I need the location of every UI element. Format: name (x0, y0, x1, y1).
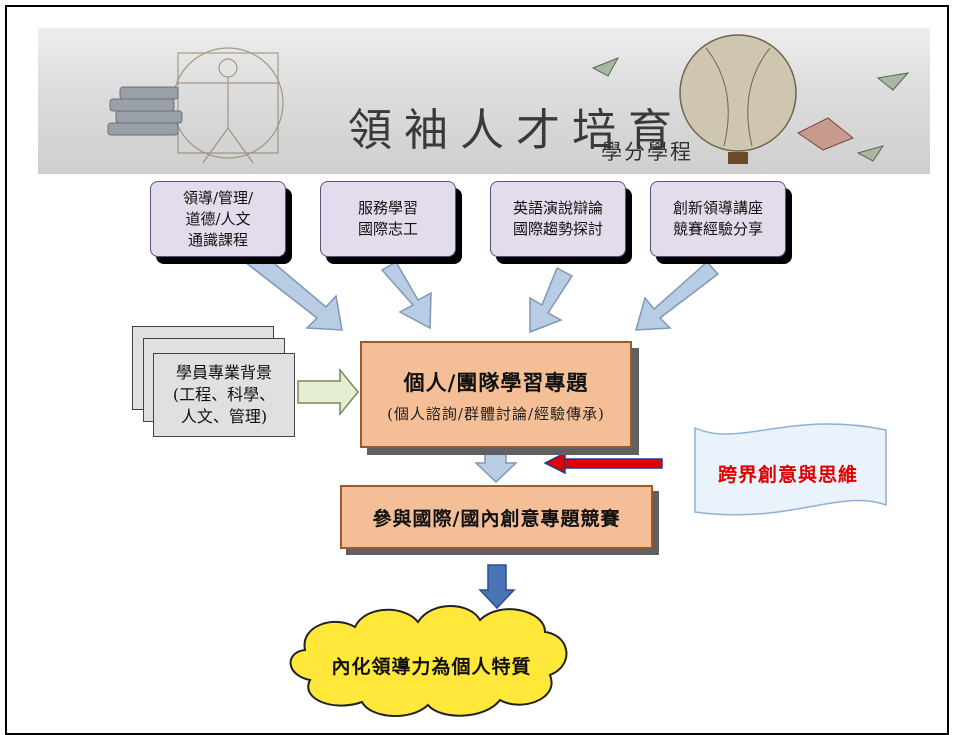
cross-domain-label: 跨界創意與思維 (717, 464, 858, 486)
arrow-down-left-icon (634, 260, 720, 331)
arrow-down-icon (474, 447, 518, 484)
arrow-down-right-icon (380, 260, 432, 330)
course-box-lectures: 創新領導講座 競賽經驗分享 (650, 181, 786, 257)
banner-subtitle: 學分學程 (601, 140, 693, 164)
books-icon (107, 86, 183, 136)
program-banner: 領袖人才培育 學分學程 (38, 28, 930, 174)
cloud-shape (289, 605, 568, 717)
arrow-down-right-icon (243, 246, 343, 331)
course-box-english: 英語演說辯論 國際趨勢探討 (490, 181, 626, 257)
student-background-box: 學員專業背景 (工程、科學、 人文、管理) (153, 353, 295, 437)
project-box: 個人/團隊學習專題 (個人諮詢/群體討論/經驗傳承) (360, 341, 632, 448)
paper-bird-icon (591, 57, 910, 162)
arrow-down-left-icon (529, 266, 574, 334)
red-arrow-left-icon (543, 451, 663, 475)
flying-book-icon (797, 117, 854, 151)
banner-decoration-icon (107, 34, 910, 164)
course-box-service: 服務學習 國際志工 (320, 181, 456, 257)
project-title: 個人/團隊學習專題 (403, 370, 589, 395)
blue-arrow-down-icon (478, 564, 516, 610)
course-box-leadership: 領導/管理/ 道德/人文 通識課程 (150, 181, 286, 257)
hot-air-balloon-icon (679, 34, 797, 164)
banner-title: 領袖人才培育 (348, 105, 684, 156)
arrow-right-icon (297, 367, 359, 417)
wave-banner-shape (694, 423, 887, 516)
project-subtitle: (個人諮詢/群體討論/經驗傳承) (387, 405, 605, 423)
competition-box: 參與國際/國內創意專題競賽 (340, 485, 653, 549)
outcome-label: 內化領導力為個人特質 (331, 656, 532, 678)
